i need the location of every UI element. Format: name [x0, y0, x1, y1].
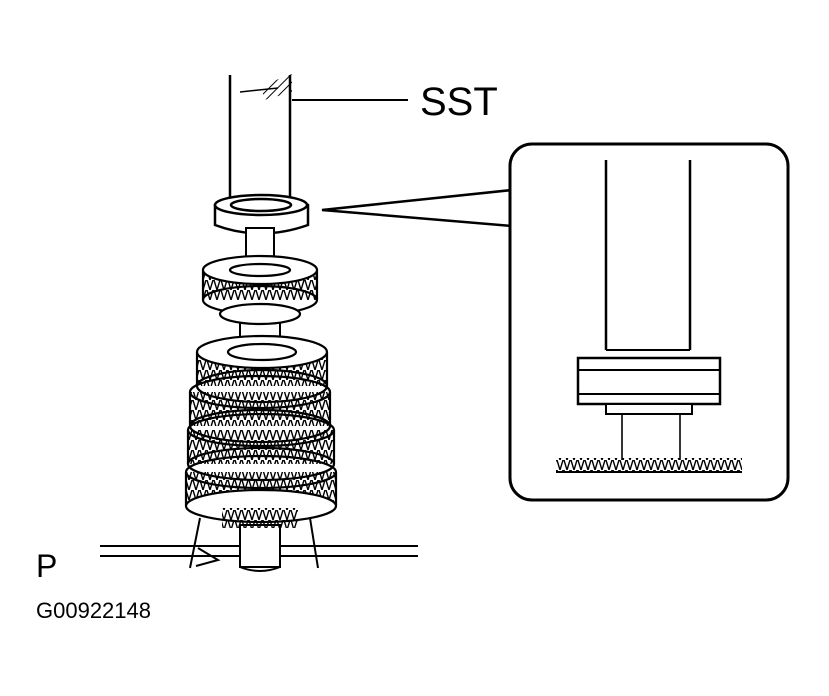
- sst-tool: [228, 74, 292, 207]
- gear-1: [201, 254, 319, 326]
- detail-inset: [508, 142, 790, 502]
- callout-leader: [321, 188, 514, 228]
- gear-3: [188, 374, 332, 444]
- gear-4: [184, 454, 338, 528]
- figure-code: G00922148: [36, 598, 151, 623]
- bearing: [213, 193, 310, 235]
- press-support: [189, 517, 319, 569]
- synchro-hub: [186, 412, 336, 482]
- detail-inset-frame: [508, 142, 790, 502]
- sst-label: SST: [420, 80, 498, 124]
- point-p-label: P: [36, 548, 58, 584]
